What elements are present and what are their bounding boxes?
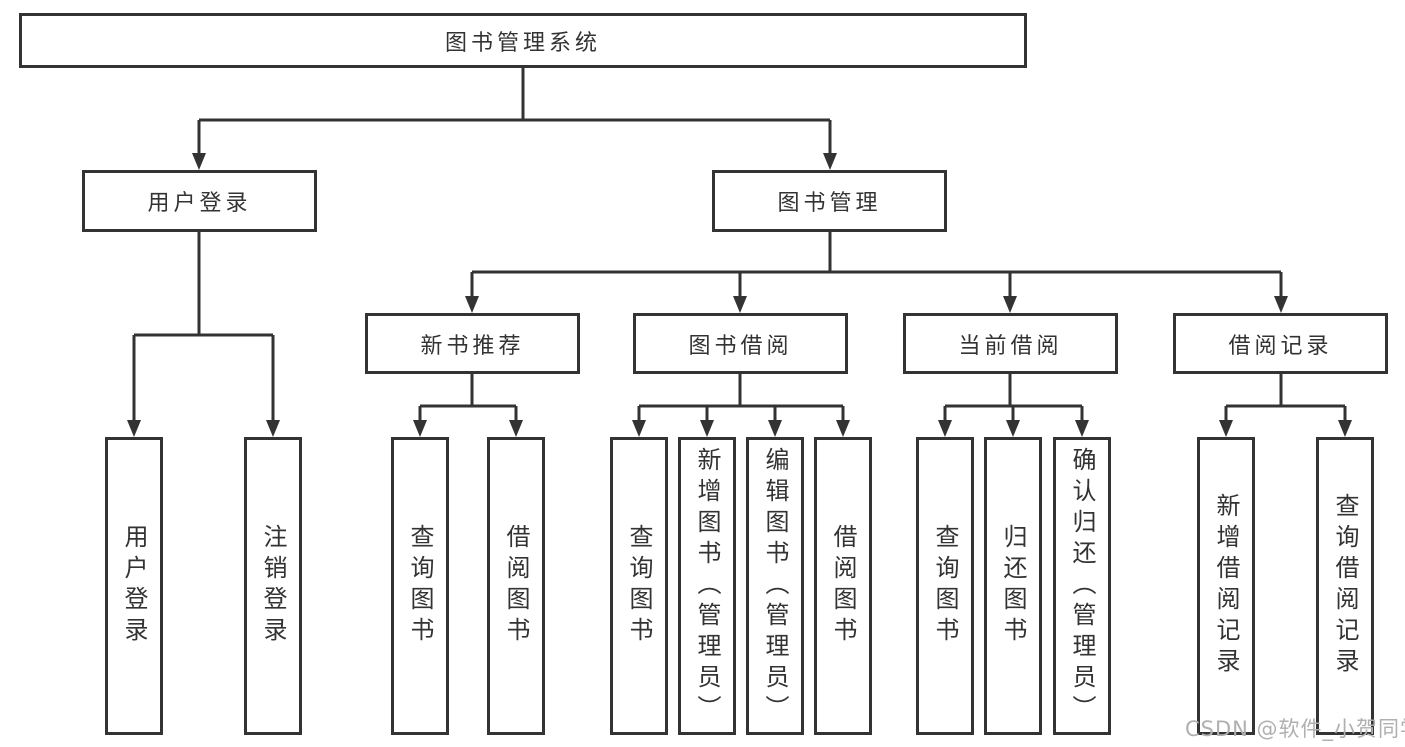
node-new-book-recommend: 新书推荐 (365, 313, 580, 374)
leaf-edit-book-admin: 编辑图书（管理员） (746, 437, 804, 735)
leaf-logout: 注销登录 (244, 437, 302, 735)
node-user-login: 用户登录 (82, 170, 317, 232)
leaf-add-borrow-record-label: 新增借阅记录 (1212, 493, 1240, 679)
connector-recommend-branch (418, 374, 518, 425)
node-current-borrow: 当前借阅 (903, 313, 1118, 374)
leaf-add-borrow-record: 新增借阅记录 (1197, 437, 1255, 735)
leaf-borrow-book-recommend-label: 借阅图书 (502, 524, 530, 648)
leaf-return-book-label: 归还图书 (999, 524, 1027, 648)
connector-manage-branch (470, 232, 1283, 301)
leaf-borrow-book-borrow-label: 借阅图书 (829, 524, 857, 648)
leaf-edit-book-admin-label: 编辑图书（管理员） (761, 446, 789, 726)
connector-root-branch (197, 68, 832, 158)
leaf-add-book-admin-label: 新增图书（管理员） (693, 446, 721, 726)
leaf-query-borrow-record-label: 查询借阅记录 (1331, 493, 1359, 679)
leaf-user-login-label: 用户登录 (120, 524, 148, 648)
leaf-borrow-book-borrow: 借阅图书 (814, 437, 872, 735)
leaf-confirm-return-admin: 确认归还（管理员） (1053, 437, 1111, 735)
leaf-query-book-current-label: 查询图书 (931, 524, 959, 648)
csdn-watermark: CSDN @软件_小贺同学 (1185, 717, 1405, 741)
leaf-query-book-borrow: 查询图书 (610, 437, 668, 735)
leaf-query-book-recommend: 查询图书 (391, 437, 449, 735)
connector-login-branch (132, 232, 275, 425)
leaf-return-book: 归还图书 (984, 437, 1042, 735)
leaf-confirm-return-admin-label: 确认归还（管理员） (1068, 446, 1096, 726)
connector-current-branch (943, 374, 1084, 425)
connector-borrow-branch (637, 374, 845, 425)
leaf-add-book-admin: 新增图书（管理员） (678, 437, 736, 735)
connector-records-branch (1224, 374, 1347, 425)
arrowhead-icons (127, 153, 1352, 437)
node-root-system: 图书管理系统 (19, 13, 1027, 68)
leaf-borrow-book-recommend: 借阅图书 (487, 437, 545, 735)
leaf-query-book-current: 查询图书 (916, 437, 974, 735)
leaf-user-login: 用户登录 (105, 437, 163, 735)
node-borrow-records: 借阅记录 (1173, 313, 1388, 374)
leaf-query-book-borrow-label: 查询图书 (625, 524, 653, 648)
node-book-borrow: 图书借阅 (633, 313, 848, 374)
leaf-query-borrow-record: 查询借阅记录 (1316, 437, 1374, 735)
leaf-query-book-recommend-label: 查询图书 (406, 524, 434, 648)
node-book-management: 图书管理 (712, 170, 947, 232)
leaf-logout-label: 注销登录 (259, 524, 287, 648)
